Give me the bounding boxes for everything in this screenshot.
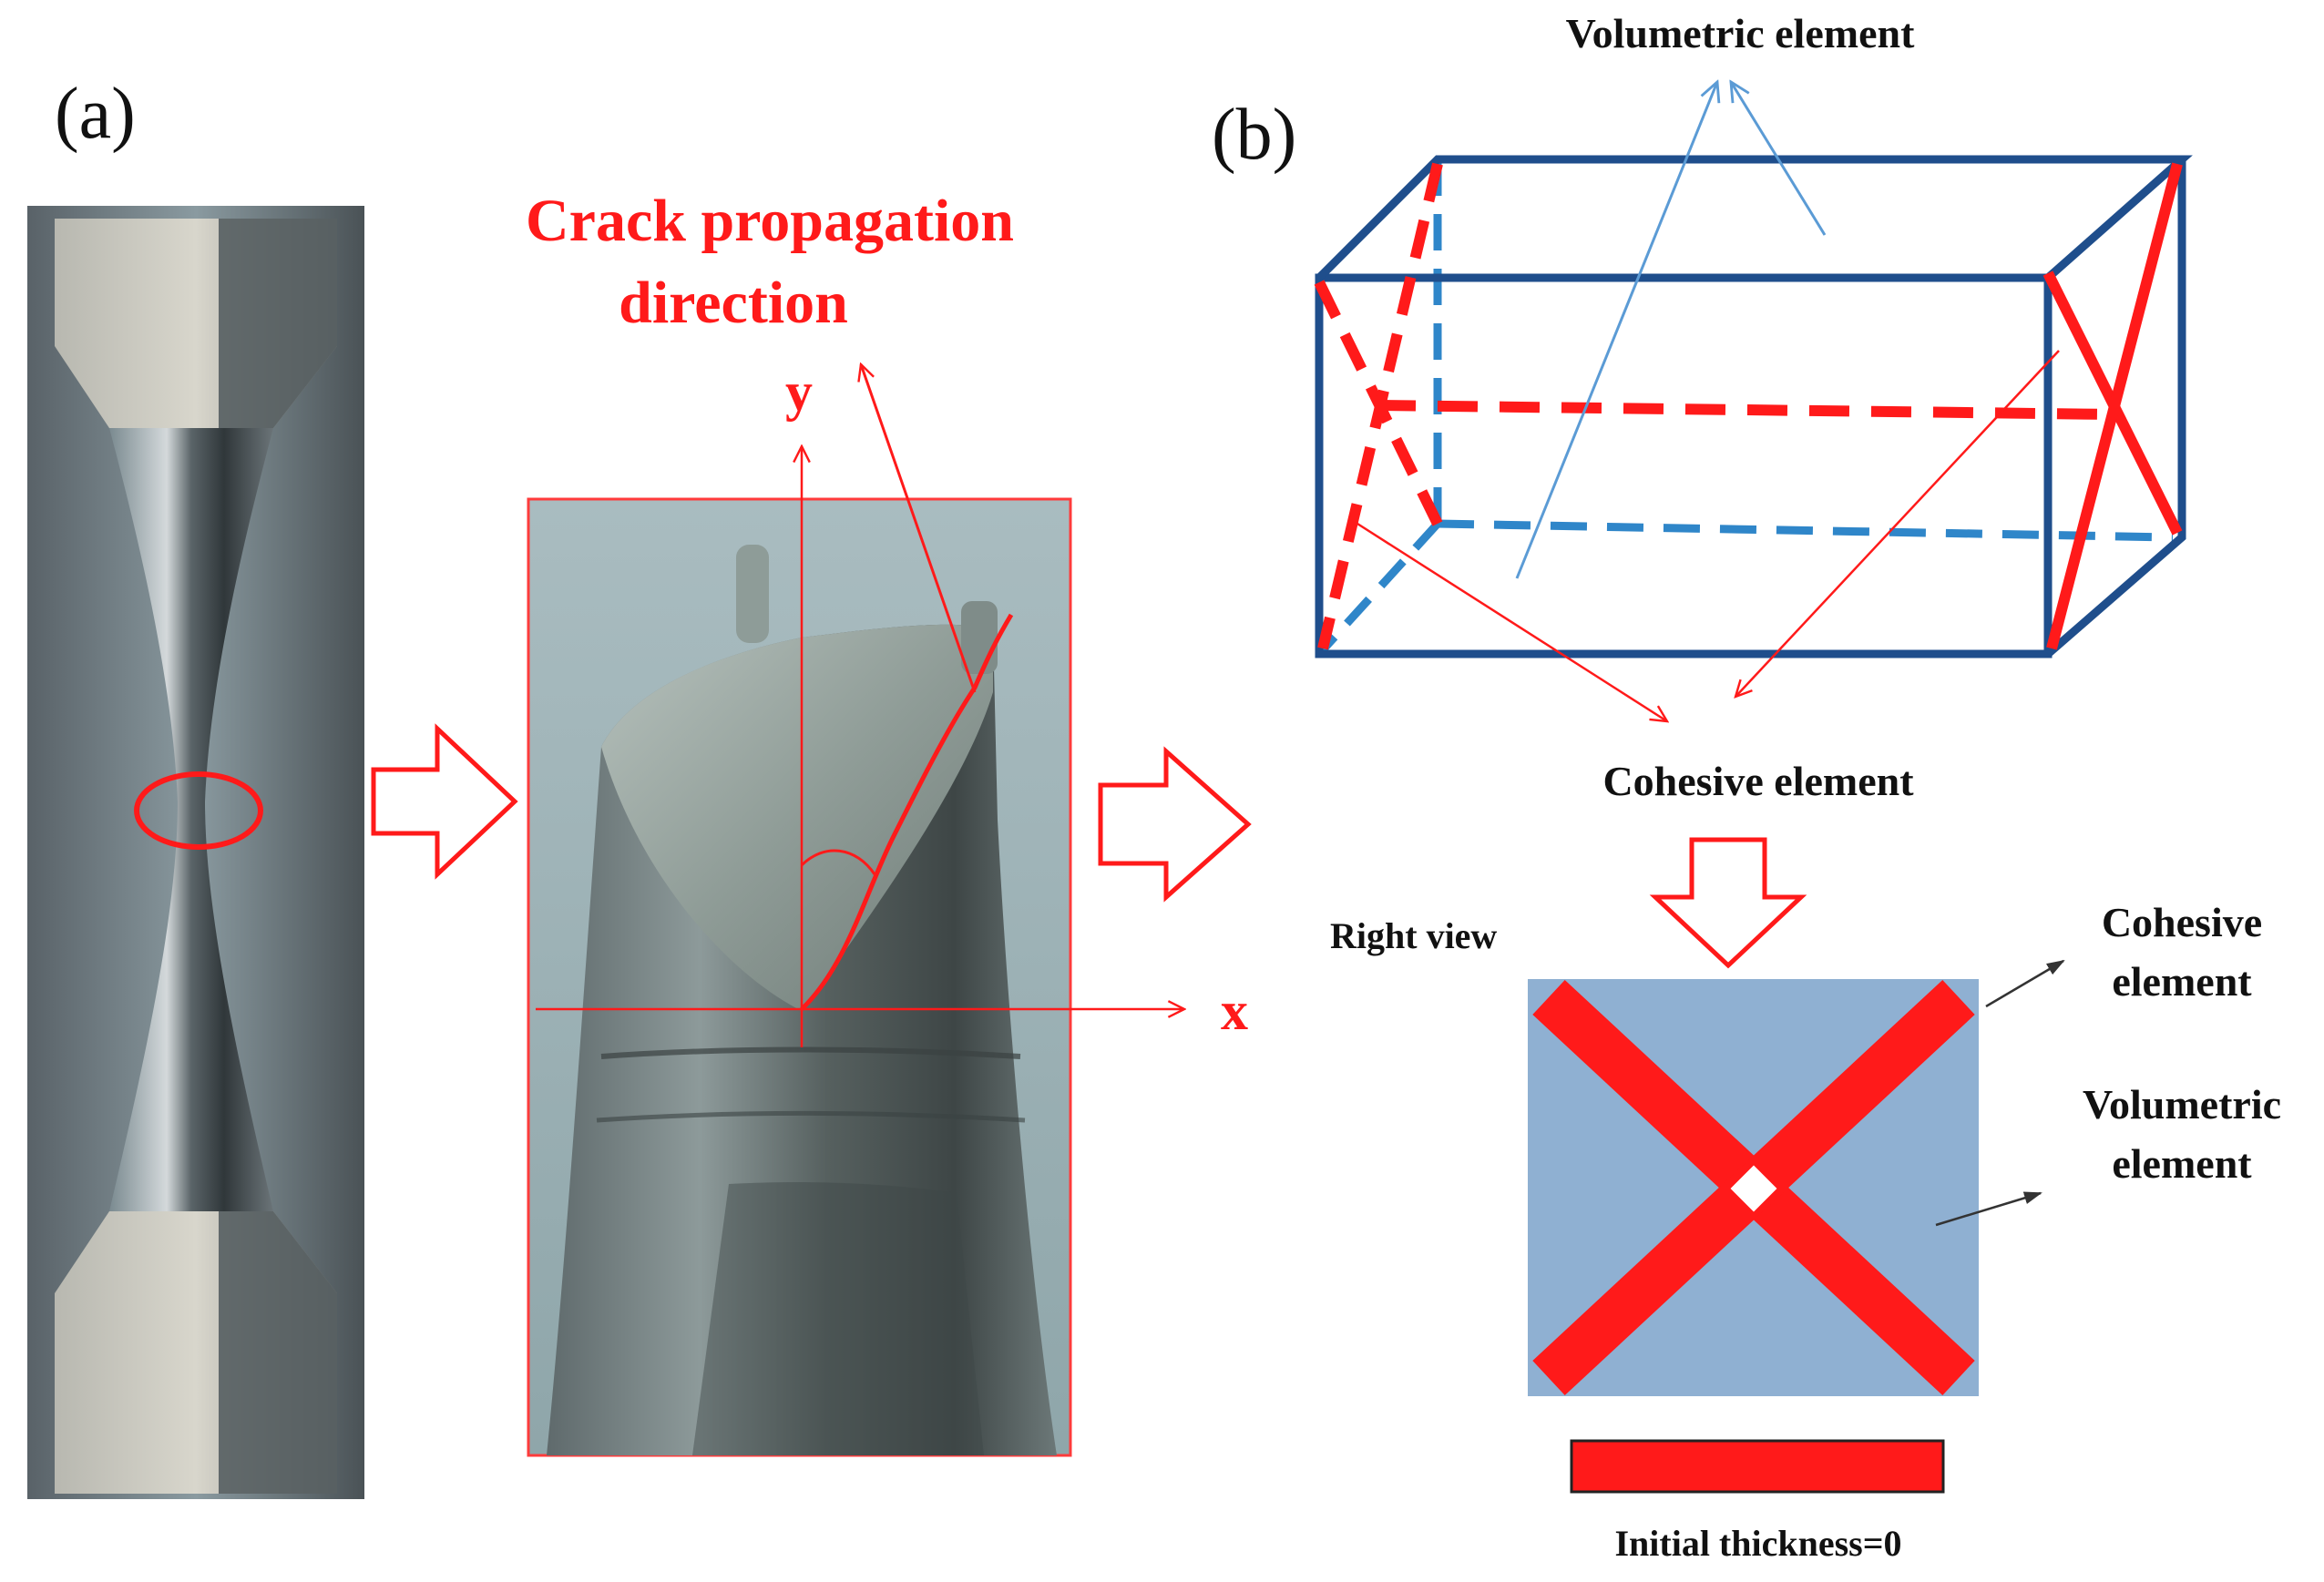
cohesive-pointer [1985, 959, 2065, 1008]
volumetric-leader-2 [1731, 82, 1827, 236]
cohesive-leader-1 [1357, 522, 1667, 721]
cohesive-right-label-1: Cohesive [2101, 899, 2263, 945]
crack-direction-leader [861, 364, 977, 693]
fracture-photo [527, 497, 1072, 1457]
volumetric-leader-1 [1515, 82, 1717, 579]
right-view-square [1528, 979, 1979, 1396]
element-box [1314, 155, 2193, 658]
crack-path [800, 613, 1014, 1011]
panel-a-label: (a) [55, 74, 136, 154]
initial-thickness-label: Initial thickness=0 [1614, 1523, 1902, 1564]
cohesive-right-label-2: element [2112, 958, 2252, 1005]
right-view-label: Right view [1330, 915, 1498, 956]
x-axis-label: x [1221, 981, 1248, 1041]
arrow-right-1 [371, 723, 518, 880]
cohesive-leader-2 [1735, 350, 2060, 697]
panel-b-label: (b) [1212, 95, 1297, 175]
initial-thickness-bar [1570, 1439, 1945, 1494]
specimen-photo [27, 206, 364, 1499]
y-axis-label: y [785, 362, 813, 422]
volumetric-right-label-1: Volumetric [2082, 1081, 2282, 1128]
fracture-ellipse [134, 771, 263, 850]
angle-arc [800, 849, 876, 875]
crack-direction-title-line1: Crack propagation [526, 188, 1014, 254]
crack-direction-title-line2: direction [619, 270, 848, 336]
volumetric-element-top-label: Volumetric element [1565, 10, 1915, 56]
arrow-right-2 [1098, 746, 1252, 903]
cohesive-element-label: Cohesive element [1602, 758, 1914, 804]
arrow-down [1649, 837, 1807, 969]
volumetric-pointer [1935, 1191, 2042, 1227]
volumetric-right-label-2: element [2112, 1140, 2252, 1187]
